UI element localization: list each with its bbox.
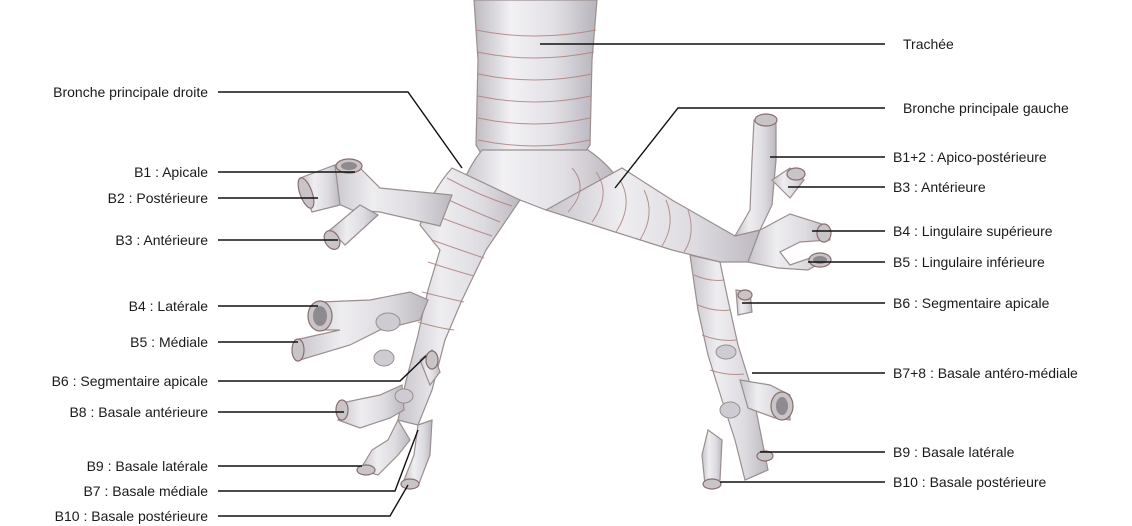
leader-bronche-gauche xyxy=(615,108,885,188)
label-right-b6: B6 : Segmentaire apicale xyxy=(52,373,209,389)
label-left-b7-8: B7+8 : Basale antéro-médiale xyxy=(893,365,1078,381)
label-left-b5: B5 : Lingulaire inférieure xyxy=(893,254,1045,270)
label-right-b5: B5 : Médiale xyxy=(130,334,208,350)
leader-r-b10 xyxy=(218,485,408,516)
labels-left: Bronche principale droite B1 : Apicale B… xyxy=(52,84,209,524)
label-left-b4: B4 : Lingulaire supérieure xyxy=(893,223,1053,239)
airway-illustration xyxy=(292,0,831,489)
label-left-b10: B10 : Basale postérieure xyxy=(893,474,1047,490)
label-left-b1-2: B1+2 : Apico-postérieure xyxy=(893,149,1047,165)
label-right-b1: B1 : Apicale xyxy=(134,164,208,180)
label-right-b2: B2 : Postérieure xyxy=(108,190,209,206)
label-left-b9: B9 : Basale latérale xyxy=(893,444,1015,460)
label-bronche-principale-droite: Bronche principale droite xyxy=(53,84,208,100)
label-right-b8: B8 : Basale antérieure xyxy=(69,404,208,420)
label-right-b7: B7 : Basale médiale xyxy=(83,483,208,499)
label-bronche-principale-gauche: Bronche principale gauche xyxy=(903,100,1069,116)
label-left-b3: B3 : Antérieure xyxy=(893,179,986,195)
trachea-shape xyxy=(474,0,597,155)
label-right-b3: B3 : Antérieure xyxy=(115,232,208,248)
label-left-b6: B6 : Segmentaire apicale xyxy=(893,295,1050,311)
labels-right: Trachée Bronche principale gauche B1+2 :… xyxy=(893,36,1078,490)
label-right-b10: B10 : Basale postérieure xyxy=(55,508,209,524)
right-bronchial-tree-shape xyxy=(292,159,520,489)
label-trachee: Trachée xyxy=(903,36,954,52)
label-right-b9: B9 : Basale latérale xyxy=(87,458,209,474)
leader-bronche-droite xyxy=(218,92,462,168)
label-right-b4: B4 : Latérale xyxy=(129,298,209,314)
leader-r-b6 xyxy=(218,356,426,381)
